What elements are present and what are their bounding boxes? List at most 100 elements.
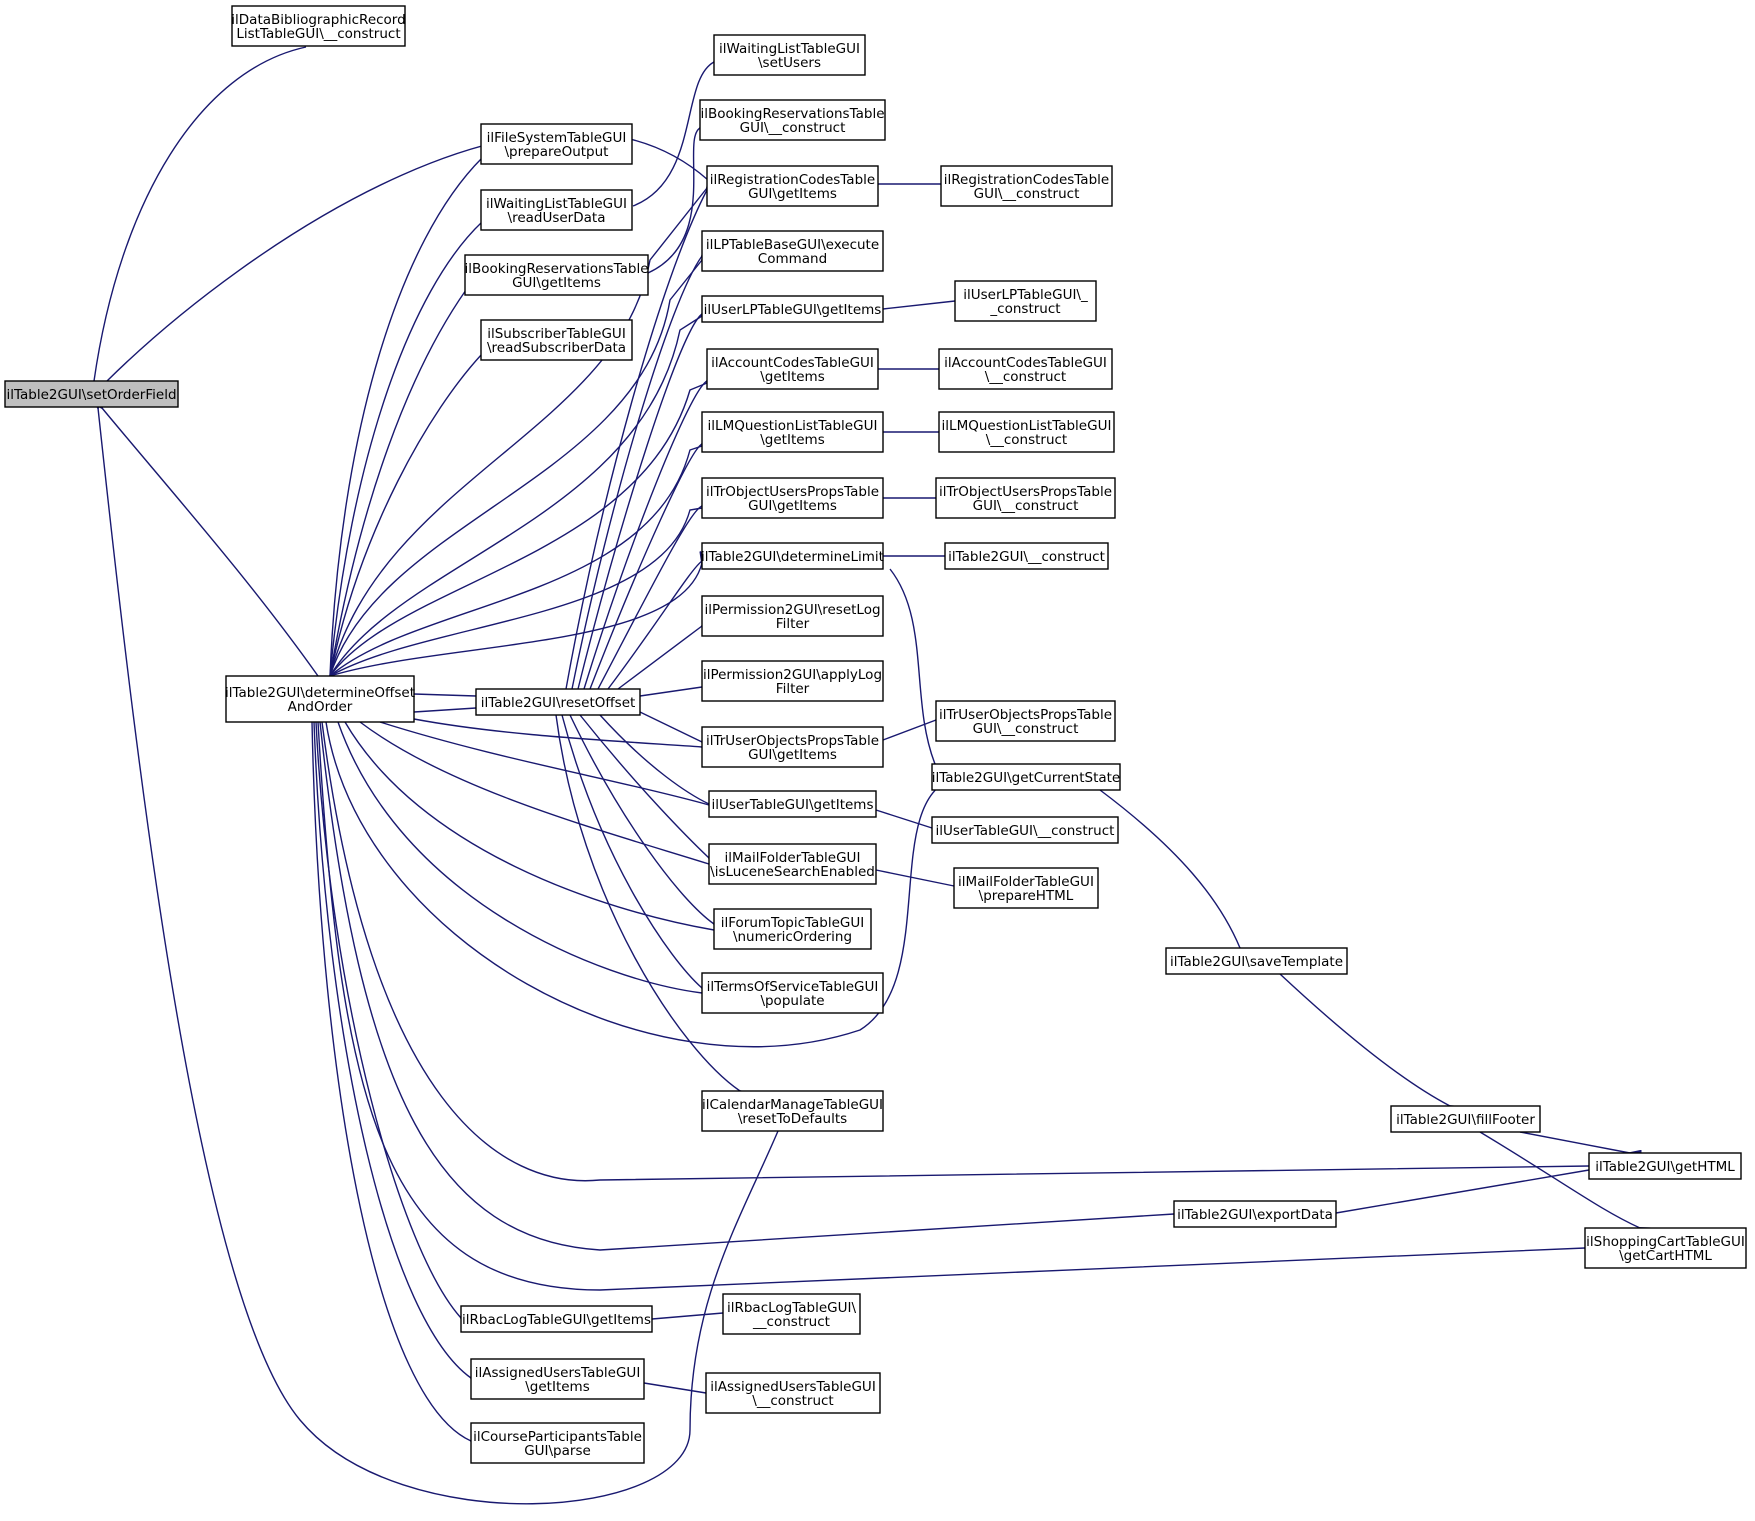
edge-bookget-determine xyxy=(329,290,466,677)
node-box xyxy=(953,867,1099,909)
node-box xyxy=(701,972,884,1014)
node-mailprep[interactable]: ilMailFolderTableGUI\prepareHTML xyxy=(953,867,1099,909)
edge-determine-reset xyxy=(413,708,476,712)
node-bookcons[interactable]: ilBookingReservationsTableGUI\__construc… xyxy=(699,99,886,141)
node-box xyxy=(944,542,1109,570)
edge-waitread-determine xyxy=(329,222,482,677)
node-label: __construct xyxy=(752,1314,830,1330)
node-root[interactable]: ilTable2GUI\setOrderField xyxy=(4,380,179,408)
edge-assget-determine xyxy=(313,721,471,1378)
node-label: ilRegistrationCodesTable xyxy=(944,172,1109,188)
edge-rbaccons-rbacget xyxy=(651,1313,723,1320)
node-box xyxy=(713,908,872,950)
node-calendar[interactable]: ilCalendarManageTableGUI\resetToDefaults xyxy=(701,1090,884,1132)
edge-userget-determine xyxy=(379,721,709,805)
node-forum[interactable]: ilForumTopicTableGUI\numericOrdering xyxy=(713,908,872,950)
node-databib[interactable]: ilDataBibliographicRecordListTableGUI\__… xyxy=(231,5,406,47)
node-reset[interactable]: ilTable2GUI\resetOffset xyxy=(475,688,641,716)
edge-permapply-reset xyxy=(639,687,702,697)
node-box xyxy=(475,688,641,716)
node-box xyxy=(1165,947,1348,975)
node-box xyxy=(470,1358,645,1400)
node-label: ilFileSystemTableGUI xyxy=(487,130,627,146)
edge-savetpl-curstate xyxy=(1099,789,1240,948)
node-shopping[interactable]: ilShoppingCartTableGUI\getCartHTML xyxy=(1584,1227,1747,1269)
node-label: \prepareHTML xyxy=(979,888,1074,904)
node-label: GUI\__construct xyxy=(740,120,846,136)
node-lmqget[interactable]: ilLMQuestionListTableGUI\getItems xyxy=(701,411,884,453)
node-box xyxy=(701,726,884,768)
node-box xyxy=(931,816,1119,844)
node-box xyxy=(701,1090,884,1132)
node-label: ilSubscriberTableGUI xyxy=(487,326,626,342)
node-accget[interactable]: ilAccountCodesTableGUI\getItems xyxy=(706,348,879,390)
edge-waitread-waitset xyxy=(632,62,714,207)
node-userlpcons[interactable]: ilUserLPTableGUI\__construct xyxy=(954,280,1097,322)
node-mailluc[interactable]: ilMailFolderTableGUI\isLuceneSearchEnabl… xyxy=(708,843,877,885)
node-label: GUI\__construct xyxy=(973,721,1079,737)
edge-curstate-detlimit xyxy=(889,568,935,764)
node-label: \getItems xyxy=(760,369,824,385)
node-box xyxy=(1584,1227,1747,1269)
edge-terms-reset xyxy=(561,714,702,988)
node-curstate[interactable]: ilTable2GUI\getCurrentState xyxy=(931,763,1121,791)
node-export[interactable]: ilTable2GUI\exportData xyxy=(1173,1200,1337,1228)
node-label: AndOrder xyxy=(288,699,353,715)
edge-shopping-determine xyxy=(317,721,1585,1291)
node-waitread[interactable]: ilWaitingListTableGUI\readUserData xyxy=(480,189,633,231)
node-fillfooter[interactable]: ilTable2GUI\fillFooter xyxy=(1390,1105,1541,1133)
node-box xyxy=(1173,1200,1337,1228)
node-label: \getItems xyxy=(760,432,824,448)
node-box xyxy=(706,348,879,390)
node-subscriber[interactable]: ilSubscriberTableGUI\readSubscriberData xyxy=(480,319,633,361)
node-label: ilCourseParticipantsTable xyxy=(473,1429,642,1445)
node-t2cons[interactable]: ilTable2GUI\__construct xyxy=(944,542,1109,570)
node-label: ilUserTableGUI\__construct xyxy=(936,823,1115,839)
node-filesystem[interactable]: ilFileSystemTableGUI\prepareOutput xyxy=(480,123,633,165)
node-label: ilTermsOfServiceTableGUI xyxy=(707,979,879,995)
node-label: \__construct xyxy=(752,1393,833,1409)
edge-trusercons-truserget xyxy=(882,720,936,741)
node-label: _construct xyxy=(989,301,1060,317)
node-detlimit[interactable]: ilTable2GUI\determineLimit xyxy=(701,542,884,570)
node-rbacget[interactable]: ilRbacLogTableGUI\getItems xyxy=(460,1305,653,1333)
node-lmqcons[interactable]: ilLMQuestionListTableGUI\__construct xyxy=(938,411,1115,453)
node-label: GUI\getItems xyxy=(748,747,837,763)
node-label: \__construct xyxy=(986,432,1067,448)
node-asscons[interactable]: ilAssignedUsersTableGUI\__construct xyxy=(705,1372,881,1414)
node-label: ilRbacLogTableGUI\getItems xyxy=(462,1312,651,1328)
node-acccons[interactable]: ilAccountCodesTableGUI\__construct xyxy=(938,348,1113,390)
node-label: GUI\__construct xyxy=(973,498,1079,514)
node-box xyxy=(706,165,879,207)
node-waitset[interactable]: ilWaitingListTableGUI\setUsers xyxy=(713,34,866,76)
node-gethtml[interactable]: ilTable2GUI\getHTML xyxy=(1588,1152,1742,1180)
node-label: ilUserLPTableGUI\getItems xyxy=(704,302,882,318)
node-box xyxy=(460,1305,653,1333)
node-savetpl[interactable]: ilTable2GUI\saveTemplate xyxy=(1165,947,1348,975)
node-rbaccons[interactable]: ilRbacLogTableGUI\__construct xyxy=(722,1293,861,1335)
edge-terms-determine xyxy=(337,721,702,993)
node-terms[interactable]: ilTermsOfServiceTableGUI\populate xyxy=(701,972,884,1014)
edge-forum-reset xyxy=(569,714,714,924)
node-assget[interactable]: ilAssignedUsersTableGUI\getItems xyxy=(470,1358,645,1400)
edge-gethtml-fillfooter xyxy=(1519,1131,1630,1153)
node-usercons[interactable]: ilUserTableGUI\__construct xyxy=(931,816,1119,844)
node-userget[interactable]: ilUserTableGUI\getItems xyxy=(708,790,877,818)
edge-trobjget-reset xyxy=(597,506,702,690)
node-box xyxy=(470,1422,645,1464)
node-userlpget[interactable]: ilUserLPTableGUI\getItems xyxy=(701,295,884,323)
node-box xyxy=(1588,1152,1742,1180)
node-label: ilAccountCodesTableGUI xyxy=(944,355,1107,371)
